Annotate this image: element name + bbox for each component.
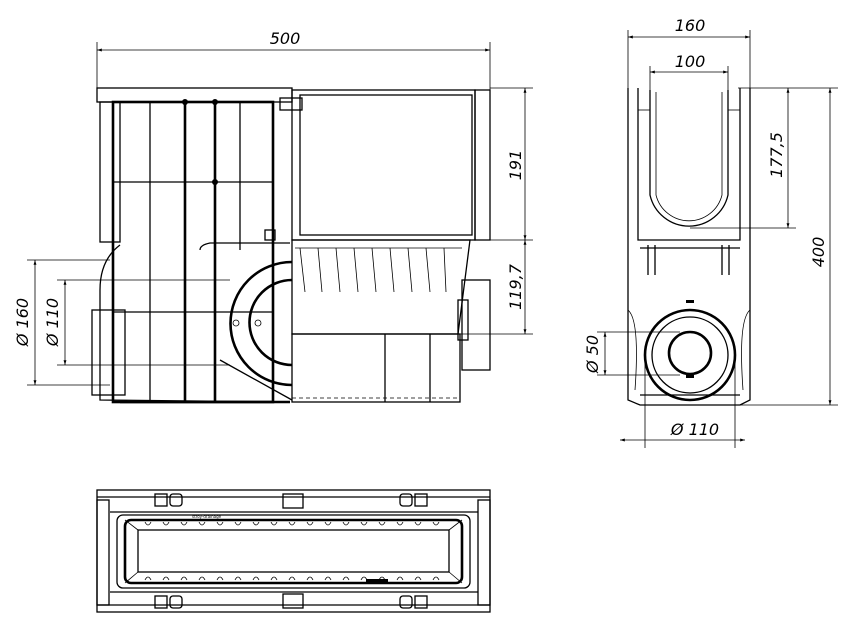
dim-label-total-height: 400 xyxy=(809,237,828,268)
dim-label-channel-width: 100 xyxy=(675,52,706,71)
dim-label-width: 500 xyxy=(270,29,301,48)
logo-text: stroy-drainage xyxy=(192,514,222,519)
dim-label-outer-width: 160 xyxy=(675,16,706,35)
dim-label-channel-depth: 177,5 xyxy=(767,132,786,178)
dim-label-outlet: Ø 110 xyxy=(670,420,719,439)
dim-label-upper-height: 191 xyxy=(506,150,525,181)
dim-label-outer-outlet: Ø 160 xyxy=(13,298,32,347)
dim-label-small-outlet: Ø 50 xyxy=(583,335,602,374)
side-view: 160 100 177,5 400 Ø 50 Ø 110 xyxy=(583,16,838,448)
front-view: 500 191 119,7 Ø 160 Ø 110 xyxy=(13,29,533,404)
dim-label-lower-height: 119,7 xyxy=(506,263,525,310)
dim-label-inner-outlet: Ø 110 xyxy=(43,298,62,347)
top-view: stroy-drainage xyxy=(96,489,491,613)
